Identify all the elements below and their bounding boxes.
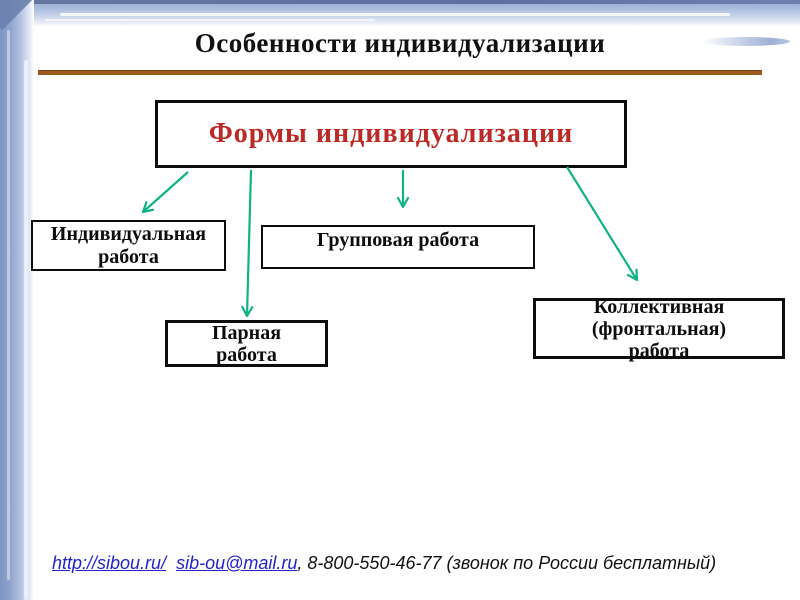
node-box-group-work: Групповая работа (261, 225, 535, 269)
root-box: Формы индивидуализации (155, 100, 627, 168)
node-label-line: работа (216, 343, 277, 366)
footer: http://sibou.ru/sib-ou@mail.ru, 8-800-55… (52, 553, 790, 579)
title-divider (38, 70, 762, 75)
left-border-decoration (0, 0, 34, 600)
node-box-collective-work: Коллективная (фронтальная) работа (533, 295, 785, 362)
left-border-streak (7, 30, 10, 580)
top-border-streak (45, 19, 375, 21)
arrow-root-to-individual-work (141, 171, 189, 214)
node-box-pair-work: Парная работа (165, 320, 328, 367)
top-border-decoration (0, 0, 800, 27)
node-label-line: (фронтальная) (591, 317, 727, 340)
arrow-root-to-collective-work (566, 166, 639, 282)
node-label-line: Коллективная (593, 295, 725, 318)
slide-title: Особенности индивидуализации (194, 28, 606, 58)
left-border-streak (24, 60, 28, 600)
footer-email-link[interactable]: sib-ou@mail.ru (176, 553, 298, 573)
top-border-streak (60, 13, 730, 16)
footer-phone-text: , 8-800-550-46-77 (звонок по России бесп… (297, 553, 717, 573)
arrow-root-to-pair-work (241, 169, 254, 318)
root-box-label: Формы индивидуализации (208, 118, 574, 149)
footer-url-link[interactable]: http://sibou.ru/ (52, 553, 167, 573)
node-box-individual-work: Индивидуальная работа (31, 220, 226, 271)
node-label-line: Индивидуальная (50, 222, 207, 245)
node-label-line: работа (98, 245, 159, 268)
node-label-line: Групповая работа (316, 229, 480, 251)
node-label-line: работа (628, 339, 690, 362)
top-border-dark-edge (28, 0, 800, 4)
top-right-smudge-decoration (702, 37, 790, 46)
node-label-line: Парная (211, 321, 282, 344)
